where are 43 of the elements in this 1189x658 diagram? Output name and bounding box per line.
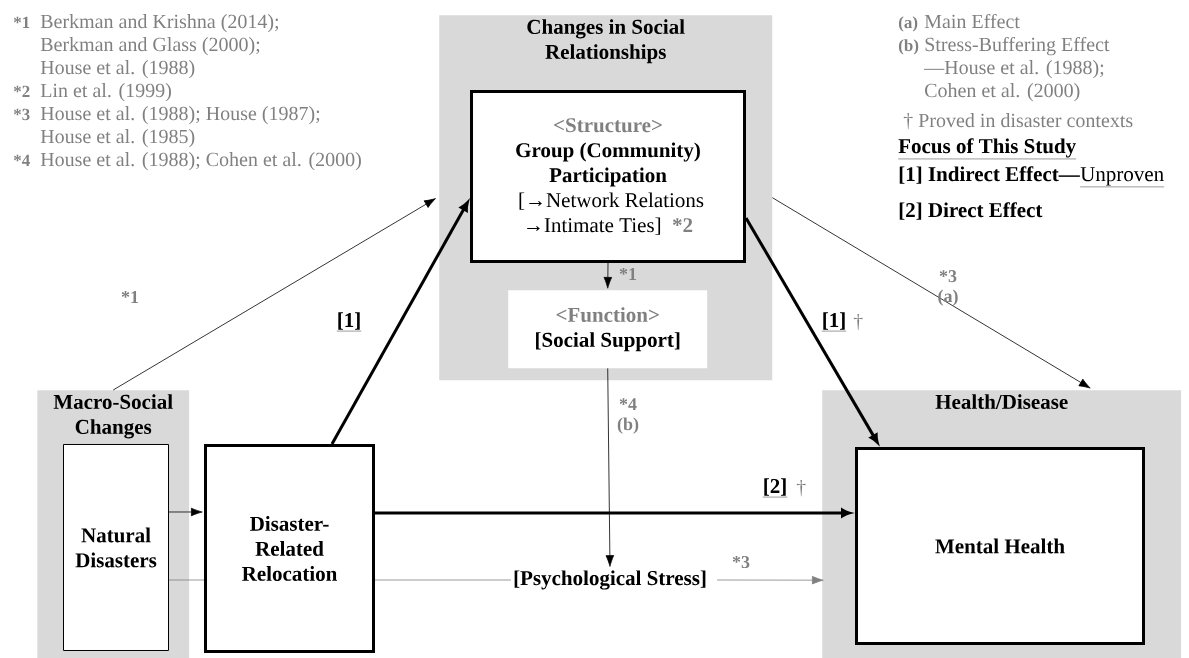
reference-mark: (a) — [898, 16, 918, 32]
edge-label: [1] — [821, 312, 847, 332]
connector-line — [168, 579, 205, 581]
reference-note: † Proved in disaster contexts — [903, 113, 1133, 130]
edge-label: *3 — [732, 555, 750, 569]
edge-label: *3 (a) — [938, 270, 958, 306]
arrow — [772, 197, 1091, 389]
edge-label: [2] — [762, 478, 788, 498]
arrow — [112, 198, 436, 391]
reference-mark: † — [853, 314, 863, 331]
concept-box: <Structure> Group (Community) Participation [→Network Relations →Intimate Ties] *2 — [470, 90, 746, 263]
arrow — [168, 507, 203, 517]
reference-mark: *2 — [13, 85, 30, 97]
arrow — [716, 575, 824, 585]
reference-mark: *4 — [13, 154, 30, 166]
edge-label: [1] — [336, 312, 362, 332]
arrow — [744, 217, 879, 444]
reference-note: Main Effect — [924, 13, 1020, 29]
concept-text: [Psychological Stress] — [514, 570, 706, 590]
reference-note: Stress-Buffering Effect —House et al. (1988); Cohen et al. (2000) — [924, 36, 1110, 102]
arrow — [605, 368, 615, 567]
reference-note: House et al. (1988); House (1987); House et al. (1985) — [40, 106, 320, 148]
edge-label: *1 — [121, 291, 139, 303]
edge-label: *4 (b) — [617, 398, 639, 434]
legend-heading: Focus of This Study — [898, 138, 1077, 160]
reference-mark: *1 — [13, 16, 30, 28]
connector-line — [374, 579, 512, 581]
concept-box: Natural Disasters — [63, 444, 169, 651]
legend-note: Unproven — [1079, 167, 1165, 188]
reference-note: Lin et al. (1999) — [40, 83, 171, 102]
concept-box: <Function> [Social Support] — [508, 290, 708, 369]
edge-label: *1 — [619, 268, 637, 280]
concept-box: Mental Health — [855, 447, 1145, 645]
reference-mark: † — [796, 480, 806, 497]
reference-mark: (b) — [898, 39, 919, 55]
legend-item: [2] Direct Effect — [899, 202, 1043, 220]
concept-box: Disaster-Related Relocation — [204, 444, 375, 653]
arrow — [330, 201, 469, 445]
reference-note: House et al. (1988); Cohen et al. (2000) — [40, 152, 361, 171]
legend-item: [1] Indirect Effect— — [899, 166, 1080, 184]
reference-note: Berkman and Krishna (2014); Berkman and Glass (2000); House et al. (1988) — [40, 14, 279, 79]
arrow — [603, 262, 613, 289]
reference-mark: *3 — [13, 108, 30, 121]
